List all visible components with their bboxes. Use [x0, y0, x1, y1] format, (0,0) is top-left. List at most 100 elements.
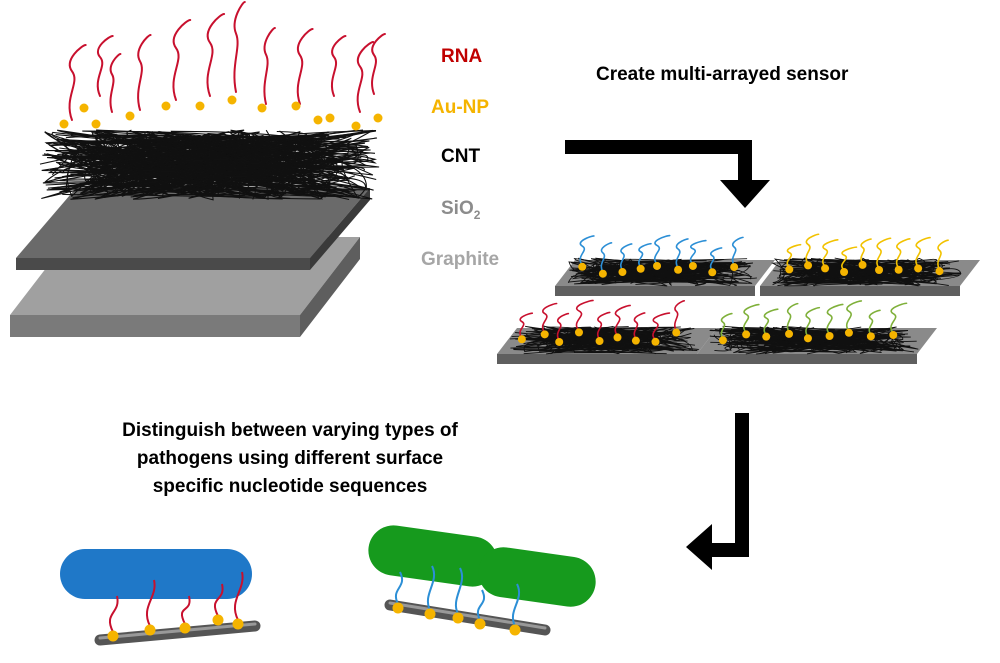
tile-strand: [596, 311, 611, 340]
tile-front: [697, 354, 917, 364]
cnt-fiber: [779, 268, 933, 283]
pathogen-au-nanoparticle: [424, 608, 436, 620]
tile-strand: [743, 303, 760, 334]
pathogen-au-nanoparticle: [232, 618, 244, 630]
tile-au-nanoparticle: [804, 261, 813, 270]
multi-array-sensor: [497, 233, 980, 364]
tile-au-nanoparticle: [636, 264, 645, 273]
cnt-fiber: [515, 325, 599, 355]
tile-au-nanoparticle: [595, 337, 604, 346]
tile-strand: [575, 299, 594, 332]
tile-strand: [519, 312, 534, 339]
cnt-fiber: [777, 264, 900, 287]
sensor-tile: [497, 299, 717, 364]
pathogen-dna-strand: [455, 567, 463, 615]
pathogen-body-green-left: [368, 525, 498, 587]
pathogen-au-nanoparticle: [474, 618, 486, 630]
tile-strand: [805, 233, 820, 265]
tile-strand: [805, 306, 821, 338]
tile-cnt: [509, 325, 699, 355]
tile-au-nanoparticle: [613, 333, 622, 342]
tile-strand: [895, 238, 911, 269]
cnt-fiber: [44, 132, 380, 190]
tile-au-nanoparticle: [672, 328, 681, 337]
tile-au-nanoparticle: [653, 261, 662, 270]
cnt-fiber: [81, 156, 292, 195]
au-nanoparticle: [351, 121, 361, 131]
cnt-label: CNT: [441, 146, 481, 167]
cnt-fiber: [819, 259, 951, 285]
rna-strand: [371, 33, 386, 95]
tile-au-nanoparticle: [762, 332, 771, 341]
tile-strand: [826, 303, 844, 335]
cnt-fiber: [719, 327, 876, 355]
tile-strand: [915, 236, 931, 268]
tile-strand: [786, 302, 799, 333]
cnt-rod-highlight: [388, 601, 547, 630]
pathogen-dna-strand: [477, 589, 485, 621]
cnt-fiber: [756, 335, 891, 355]
sio2-label-text: SiO: [441, 198, 474, 219]
cnt-rod: [94, 620, 261, 646]
rna-strand: [137, 34, 152, 111]
tile-au-nanoparticle: [631, 336, 640, 345]
au-nanoparticle: [79, 103, 89, 113]
tile-strand: [579, 235, 595, 266]
au-nanoparticle: [125, 111, 135, 121]
arrow-to-array-icon: [565, 140, 770, 208]
au-nanoparticle: [195, 101, 205, 111]
tile-strand: [675, 238, 689, 269]
pathogen-dumbbell-green: [368, 525, 596, 636]
cnt-fiber: [85, 143, 304, 199]
rna-strand: [233, 1, 246, 93]
au-nanoparticles: [59, 95, 383, 131]
au-nanoparticle: [373, 113, 383, 123]
tile-au-nanoparticle: [578, 262, 587, 271]
tile-front: [555, 286, 755, 296]
cnt-rod: [384, 599, 551, 636]
tile-au-nanoparticle: [875, 266, 884, 275]
cnt-fiber: [742, 328, 889, 352]
tile-front: [497, 354, 697, 364]
rna-strand: [263, 27, 276, 105]
sio2-label: SiO2: [441, 198, 480, 222]
pathogen-body-green-right: [478, 547, 596, 607]
rna-strand: [68, 44, 87, 121]
tile-au-nanoparticle: [618, 268, 627, 277]
pathogen-rod-blue: [60, 549, 261, 646]
au-nanoparticle: [325, 113, 335, 123]
pathogen-dna-strand: [427, 565, 435, 611]
rna-strand: [356, 41, 375, 113]
sio2-subscript: 2: [473, 207, 481, 222]
cnt-fiber: [605, 263, 746, 283]
tile-strand: [845, 300, 863, 332]
tile-strand: [731, 236, 744, 266]
tile-strand: [600, 242, 613, 273]
tile-au-nanoparticle: [821, 264, 830, 273]
tile-au-nanoparticle: [840, 267, 849, 276]
tile-strand: [860, 238, 872, 264]
tile-strand: [638, 242, 652, 268]
pathogen-rna-strand: [108, 595, 119, 633]
sensor-tile: [555, 234, 775, 296]
tile-cnt: [567, 257, 757, 287]
tile-au-nanoparticle: [785, 265, 794, 274]
tile-strand: [689, 239, 707, 265]
cnt-fiber: [780, 261, 950, 285]
au-nanoparticle: [91, 119, 101, 129]
tile-strand: [822, 239, 839, 268]
tile-front: [760, 286, 960, 296]
cnt-rod-highlight: [98, 622, 257, 640]
cnt-fiber: [66, 149, 291, 198]
tile-au-nanoparticle: [894, 265, 903, 274]
tile-au-nanoparticle: [803, 334, 812, 343]
tile-au-nanoparticle: [742, 330, 751, 339]
create-sensor-heading: Create multi-arrayed sensor: [596, 64, 849, 85]
graphite-label: Graphite: [421, 249, 500, 270]
tile-au-nanoparticle: [540, 330, 549, 339]
tile-au-nanoparticle: [844, 328, 853, 337]
au-nanoparticle: [59, 119, 69, 129]
pathogen-dna-strand: [512, 583, 520, 627]
